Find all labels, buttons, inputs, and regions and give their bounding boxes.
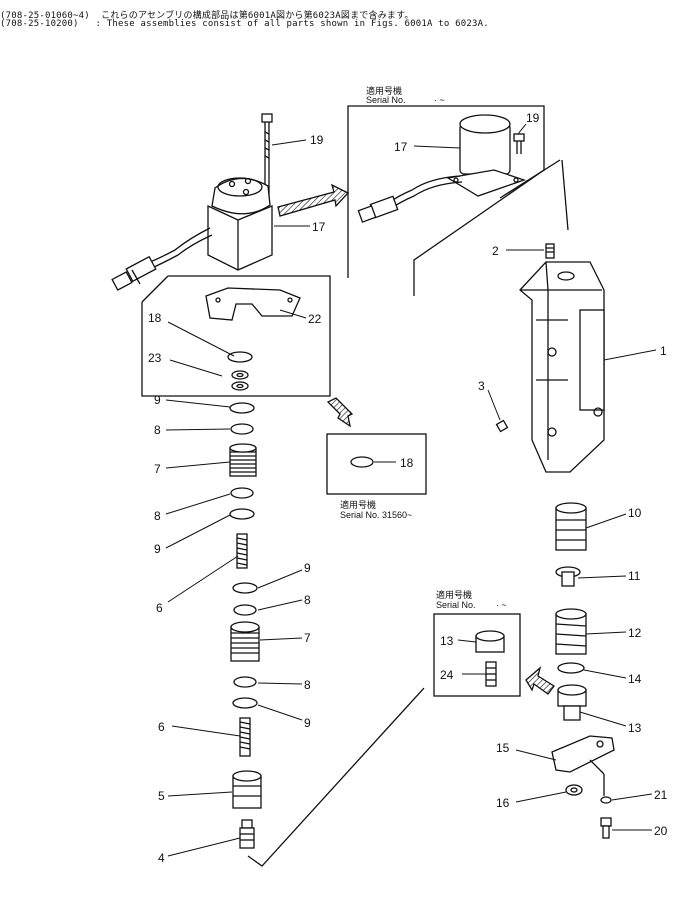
callout-19: 19 [310,133,324,147]
callout-13: 13 [628,721,642,735]
header-en-note: : These assemblies consist of all parts … [95,19,489,29]
callout-9: 9 [154,542,161,556]
callout-19: 19 [526,111,540,125]
callout-18: 18 [148,311,162,325]
callout-1: 1 [660,344,667,358]
callout-8: 8 [304,593,311,607]
callout-15: 15 [496,741,510,755]
header-code-2: (708-25-10200) [0,19,79,29]
callout-24: 24 [440,668,454,682]
callout-12: 12 [628,626,642,640]
header-line-2: (708-25-10200) : These assemblies consis… [0,19,489,29]
callout-8: 8 [304,678,311,692]
callout-9: 9 [304,561,311,575]
callout-7: 7 [154,462,161,476]
callout-21: 21 [654,788,668,802]
valve-body [495,243,605,473]
callout-23: 23 [148,351,162,365]
solenoid-assembly-left [111,113,273,291]
callout-5: 5 [158,789,165,803]
assembly-guide-line [247,687,425,867]
callout-6: 6 [156,601,163,615]
callout-6: 6 [158,720,165,734]
serial-box-lower-right [433,613,521,697]
middle-box-jp: 適用号機 [340,499,376,510]
callout-10: 10 [628,506,642,520]
lower-box-range: · ~ [496,600,507,610]
callout-8: 8 [154,423,161,437]
callout-18: 18 [400,456,414,470]
right-lower-parts [551,502,615,839]
callout-9: 9 [154,393,161,407]
header-line-1: (708-25-01060~4) これらのアセンブリの構成部品は第6001A図か… [0,8,414,21]
serial-box-top-right [347,105,569,296]
callout-16: 16 [496,796,510,810]
callout-3: 3 [478,379,485,393]
serial-box-middle [326,433,427,495]
valve-stack [229,402,262,849]
callout-13: 13 [440,634,454,648]
callout-7: 7 [304,631,311,645]
callout-20: 20 [654,824,668,838]
top-right-box-serial: Serial No. [366,95,406,105]
arrow-to-lower-box [525,666,555,695]
callout-11: 11 [628,569,641,583]
header-code-1: (708-25-01060~4) [0,11,90,21]
callout-17: 17 [394,140,408,154]
callout-8: 8 [154,509,161,523]
top-right-box-jp: 適用号機 [366,85,402,96]
callout-22: 22 [308,312,322,326]
top-right-box-range: · ~ [434,95,445,105]
callout-2: 2 [492,244,499,258]
lower-box-jp: 適用号機 [436,589,472,600]
arrow-to-new-type [277,183,350,217]
callout-14: 14 [628,672,642,686]
middle-box-serial: Serial No. 31560~ [340,510,412,520]
seal-detail-box [141,275,331,397]
header-jp-note: これらのアセンブリの構成部品は第6001A図から第6023A図まで含みます。 [101,11,414,21]
arrow-to-serial-box [326,397,354,428]
lower-box-serial: Serial No. [436,600,476,610]
callout-4: 4 [158,851,165,865]
callout-17: 17 [312,220,326,234]
callout-9: 9 [304,716,311,730]
